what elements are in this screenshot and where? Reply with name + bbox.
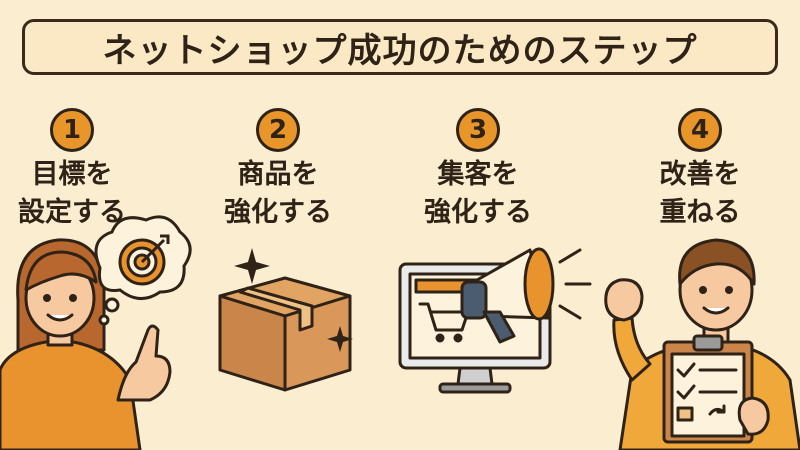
step-1-label: 目標を 設定する [0, 156, 152, 232]
step-1-line1: 目標を [31, 159, 113, 190]
step-2-line1: 商品を [237, 159, 319, 190]
step-4-line1: 改善を [659, 159, 741, 190]
step-3-line2: 強化する [424, 197, 532, 228]
step-1-line2: 設定する [18, 197, 126, 228]
target-icon [118, 234, 170, 286]
step-4-label: 改善を 重ねる [620, 156, 780, 232]
sparkle-icon [234, 248, 353, 352]
step-3-number: 3 [456, 108, 500, 152]
thought-bubble [94, 215, 192, 326]
cart-icon [418, 302, 470, 343]
page-title: ネットショップ成功のためのステップ [102, 30, 698, 71]
step-2-line2: 強化する [224, 197, 332, 228]
step-4-number: 4 [678, 108, 722, 152]
step-4-line2: 重ねる [659, 197, 741, 228]
woman-illustration [0, 238, 172, 450]
megaphone-icon [460, 247, 592, 344]
step-2-number: 2 [256, 108, 300, 152]
step-3-line1: 集客を [437, 159, 519, 190]
clipboard-icon [662, 334, 770, 444]
title-banner: ネットショップ成功のためのステップ [22, 19, 778, 75]
step-2-label: 商品を 強化する [198, 156, 358, 232]
step-1-number: 1 [50, 108, 94, 152]
step-3-label: 集客を 強化する [398, 156, 558, 232]
box-icon [218, 276, 352, 392]
